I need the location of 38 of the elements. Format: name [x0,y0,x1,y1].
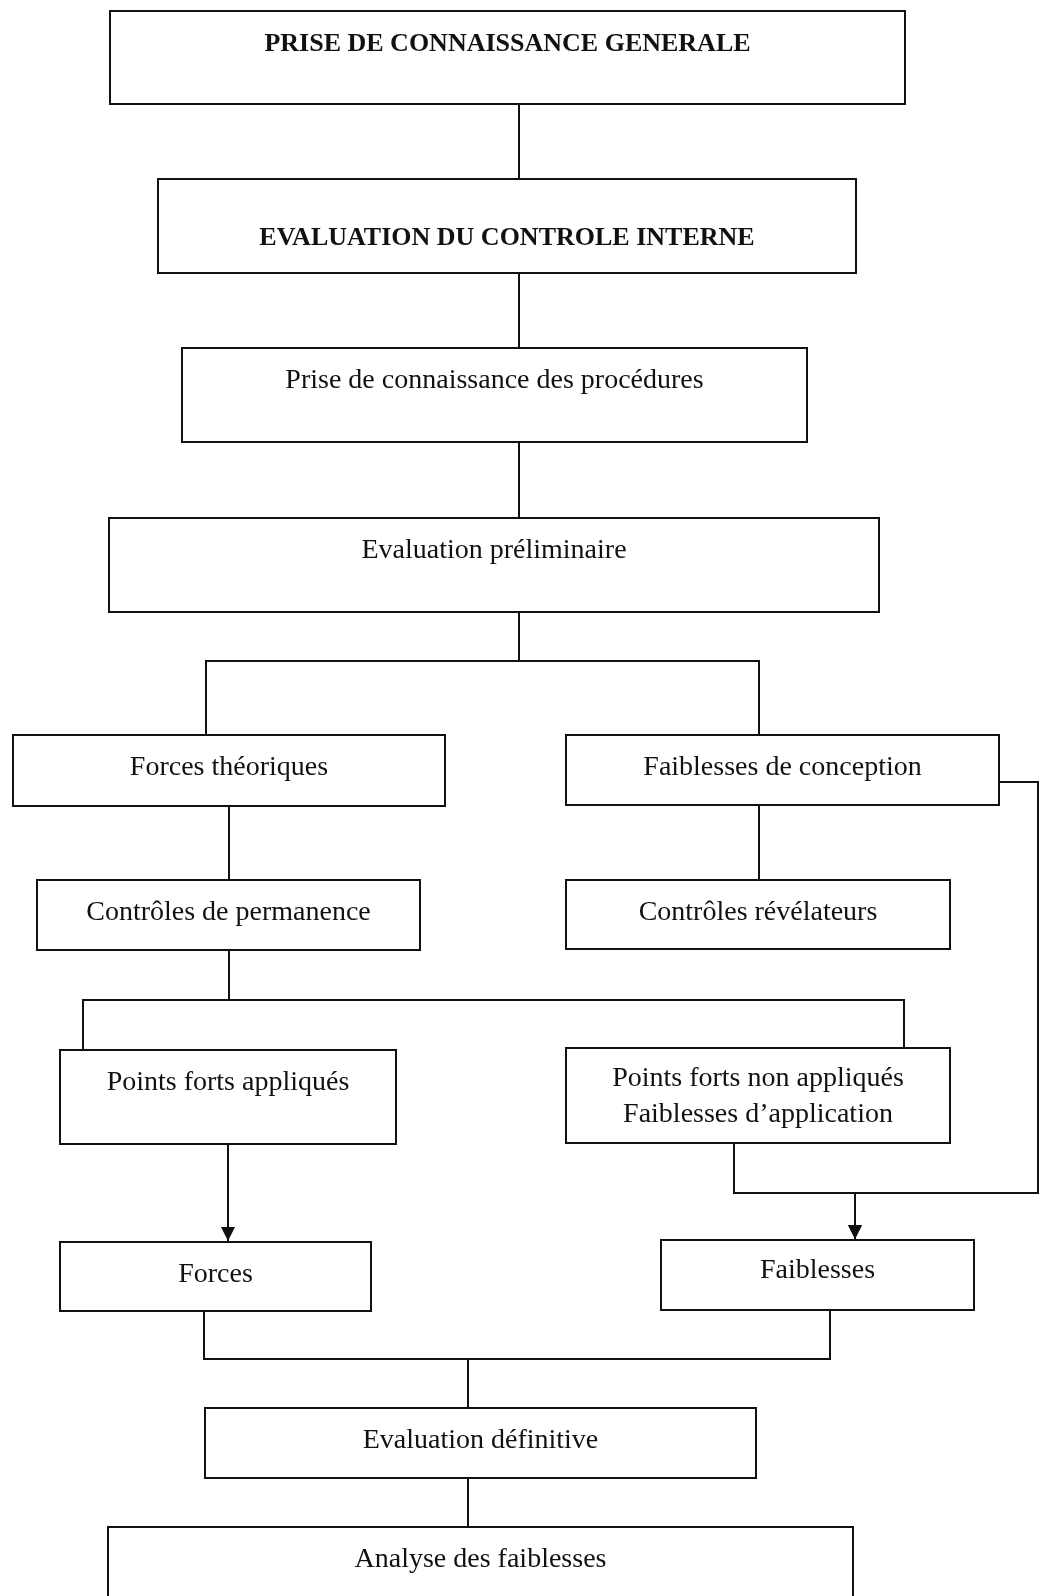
connector-line [518,612,760,735]
process-box [107,1526,854,1596]
process-box [109,10,906,105]
node-label: Faiblesses de conception [643,749,922,783]
process-box [36,879,421,951]
node-label: Faiblesses d’application [623,1096,893,1131]
node-label: Contrôles de permanence [86,894,371,928]
process-box [204,1407,757,1479]
connector-line [467,1478,469,1527]
connector-line [518,104,520,179]
arrow [848,781,1039,1240]
node-label: Forces théoriques [129,749,329,783]
connector-line [228,806,230,880]
process-box [565,1047,951,1144]
connector-line [758,805,760,880]
process-box [59,1049,397,1145]
process-box [157,178,857,274]
node-label: Analyse des faiblesses [354,1541,607,1575]
process-box [181,347,808,443]
connector-line [518,273,520,348]
process-box [565,879,951,950]
node-label: Points forts non appliqués [612,1060,904,1094]
connector-line [518,442,520,518]
node-label: Evaluation préliminaire [361,532,627,566]
node-label: EVALUATION DU CONTROLE INTERNE [259,221,755,253]
node-label: Prise de connaissance des procédures [285,362,704,396]
node-label: Forces [178,1256,253,1290]
process-box [565,734,1000,806]
node-label: Contrôles révélateurs [638,894,878,928]
process-box [660,1239,975,1311]
arrow [221,1144,235,1242]
process-box [59,1241,372,1312]
process-box [12,734,446,807]
node-label: Faiblesses [759,1252,876,1286]
process-box [108,517,880,613]
node-label: Evaluation définitive [362,1422,599,1456]
node-label: PRISE DE CONNAISSANCE GENERALE [264,27,751,59]
node-label: Points forts appliqués [106,1064,350,1098]
